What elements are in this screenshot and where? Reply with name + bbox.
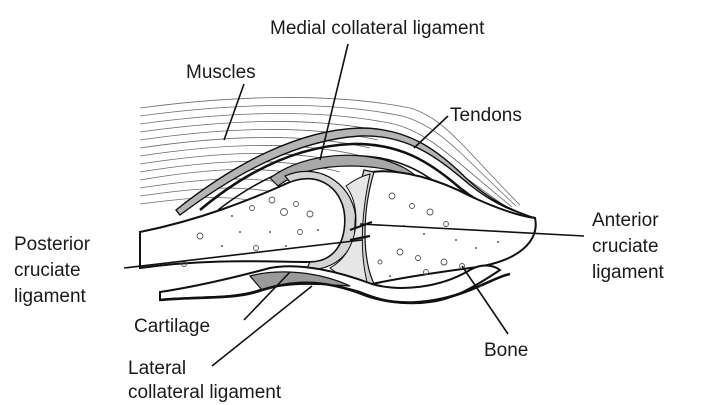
label-lateral-collateral-ligament-line-2: collateral ligament [128,382,282,403]
label-anterior-cruciate-ligament-line-2: cruciate [592,236,659,257]
label-anterior-cruciate-ligament-line-3: ligament [592,262,665,283]
label-muscles: Muscles [186,62,256,83]
leader-muscles [224,84,244,140]
leader-tendons [414,116,448,148]
leader-lateral-collateral-ligament [212,286,312,366]
label-tendons: Tendons [450,105,522,126]
label-anterior-cruciate-ligament-line-1: Anterior [592,210,659,231]
label-posterior-cruciate-ligament-line-1: Posterior [14,234,91,255]
label-posterior-cruciate-ligament-line-3: ligament [14,286,87,307]
label-medial-collateral-ligament: Medial collateral ligament [270,18,485,39]
label-posterior-cruciate-ligament-line-2: cruciate [14,260,81,281]
label-lateral-collateral-ligament-line-1: Lateral [128,358,186,379]
label-cartilage: Cartilage [134,316,210,337]
label-bone: Bone [484,340,528,361]
tibia-bone [364,171,536,284]
